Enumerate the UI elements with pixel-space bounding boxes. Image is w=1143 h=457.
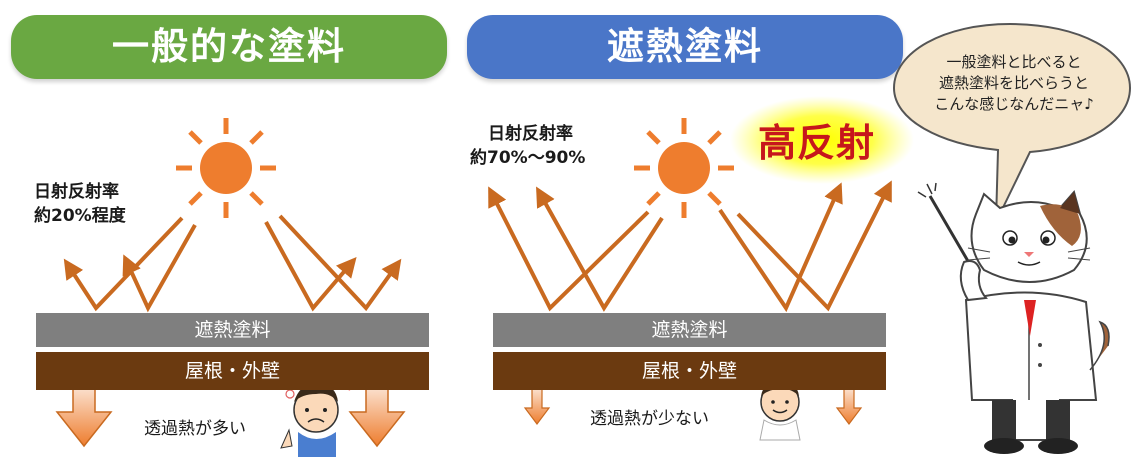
cat-doctor-icon [917, 182, 1110, 454]
bubble-line1: 一般塗料と比べると [946, 53, 1082, 71]
right-coating-layer: 遮熱塗料 [493, 313, 886, 347]
left-roof-layer: 屋根・外壁 [36, 352, 429, 390]
left-reflection-arrows [63, 214, 402, 313]
right-sun-icon [634, 118, 734, 218]
right-reflection-arrows [488, 180, 892, 313]
left-coating-layer: 遮熱塗料 [36, 313, 429, 347]
left-reflectance-label: 日射反射率 約20%程度 [34, 180, 126, 228]
right-title: 遮熱塗料 [467, 15, 903, 79]
left-heat-text: 透過熱が多い [144, 419, 246, 439]
right-heat-text: 透過熱が少ない [590, 409, 709, 429]
left-reflectance-line2: 約20%程度 [34, 206, 126, 226]
bubble-line2: 遮熱塗料を比べらうと [938, 74, 1089, 92]
right-reflectance-label: 日射反射率 約70%～90% [470, 122, 585, 170]
hot-person-icon [280, 382, 351, 457]
right-roof-layer: 屋根・外壁 [493, 352, 886, 390]
left-reflectance-line1: 日射反射率 [34, 182, 119, 202]
right-reflectance-line1: 日射反射率 [488, 124, 573, 144]
high-reflection-label: 高反射 [758, 121, 876, 165]
speech-bubble-text: 一般塗料と比べると 遮熱塗料を比べらうと こんな感じなんだニャ♪ [905, 52, 1123, 115]
left-title: 一般的な塗料 [11, 15, 447, 79]
right-reflectance-line2: 約70%～90% [470, 148, 586, 168]
highlight-glow [730, 96, 914, 184]
left-sun-icon [176, 118, 276, 218]
bubble-line3: こんな感じなんだニャ♪ [934, 95, 1094, 113]
